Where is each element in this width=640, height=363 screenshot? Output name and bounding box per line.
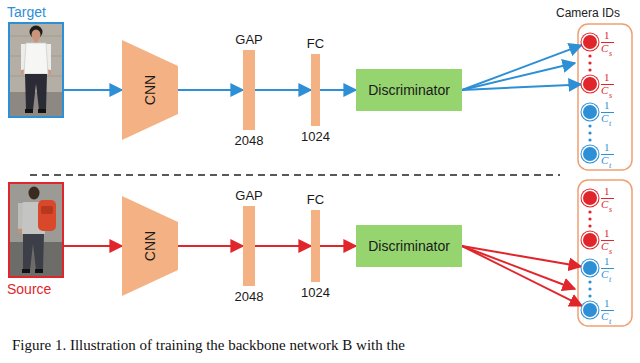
node-text: FC	[307, 192, 324, 207]
camera-id-dot: 1Cs	[583, 233, 597, 247]
image-box: Target	[8, 22, 64, 118]
node-text: 1	[604, 100, 610, 111]
arrow-connector	[462, 45, 582, 90]
node-text: 1	[604, 142, 610, 153]
arrow-connector	[320, 89, 356, 91]
node-text: 1024	[301, 285, 330, 300]
feature-bar: FC1024	[311, 54, 320, 126]
arrow-connector	[255, 245, 311, 247]
node-text: C	[601, 199, 608, 210]
node-text: 1024	[301, 129, 330, 144]
camera-id-dot: 1Ct	[583, 105, 597, 119]
node-text: 1	[604, 256, 610, 267]
discriminator-box: Discriminator	[356, 69, 462, 111]
figure-caption: Figure 1. Illustration of training the b…	[12, 337, 405, 354]
arrow-connector	[462, 246, 582, 306]
node-text: C	[601, 311, 608, 322]
arrow-connector	[255, 89, 311, 91]
node-text: C	[601, 241, 608, 252]
node-text: CNN	[142, 231, 158, 261]
node-text: C	[601, 43, 608, 54]
camera-id-dot: 1Cs	[583, 77, 597, 91]
node-text: Discriminator	[356, 69, 462, 111]
node-text: t	[609, 118, 611, 129]
arrow-connector	[462, 246, 581, 266]
node-text: CNN	[142, 75, 158, 105]
node-text: 1	[604, 30, 610, 41]
arrow-connector	[64, 245, 122, 247]
node-text: t	[609, 160, 611, 171]
target-photo	[8, 22, 64, 118]
feature-bar: FC1024	[311, 210, 320, 282]
node-text: Target	[7, 4, 46, 20]
node-text: C	[601, 155, 608, 166]
node-text: s	[609, 48, 612, 59]
node-text: t	[609, 316, 611, 327]
node-text: C	[601, 113, 608, 124]
node-text: 1	[604, 228, 610, 239]
camera-id-dot: 1Ct	[583, 147, 597, 161]
cnn-trapezoid: CNN	[122, 40, 178, 140]
node-text: 2048	[235, 133, 264, 148]
camera-id-dot: 1Cs	[583, 35, 597, 49]
arrow-connector	[320, 245, 356, 247]
node-text: 1	[604, 298, 610, 309]
source-photo	[8, 182, 64, 278]
feature-bar: GAP2048	[243, 206, 255, 286]
camera-id-column	[578, 180, 632, 326]
node-text: GAP	[235, 32, 262, 47]
camera-id-dot: 1Ct	[583, 261, 597, 275]
feature-bar: GAP2048	[243, 50, 255, 130]
node-text: Source	[7, 281, 51, 297]
arrow-connector	[64, 89, 122, 91]
node-text: 1	[604, 72, 610, 83]
arrow-connector	[462, 84, 581, 90]
camera-id-dot: 1Ct	[583, 303, 597, 317]
image-box: Source	[8, 182, 64, 278]
node-text: GAP	[235, 188, 262, 203]
arrow-connector	[178, 89, 243, 91]
fan-arrow	[462, 246, 575, 289]
separator-line	[30, 174, 560, 176]
camera-id-column	[578, 24, 632, 170]
node-text: 2048	[235, 289, 264, 304]
node-text: Discriminator	[356, 225, 462, 267]
camera-id-dot: 1Cs	[583, 191, 597, 205]
node-text: 1	[604, 186, 610, 197]
node-text: C	[601, 85, 608, 96]
node-text: s	[609, 204, 612, 215]
arrow-connector	[178, 245, 243, 247]
node-text: FC	[307, 36, 324, 51]
discriminator-box: Discriminator	[356, 225, 462, 267]
node-text: t	[609, 274, 611, 285]
cnn-trapezoid: CNN	[122, 196, 178, 296]
node-text: C	[601, 269, 608, 280]
axis-label: Camera IDs	[556, 6, 620, 20]
